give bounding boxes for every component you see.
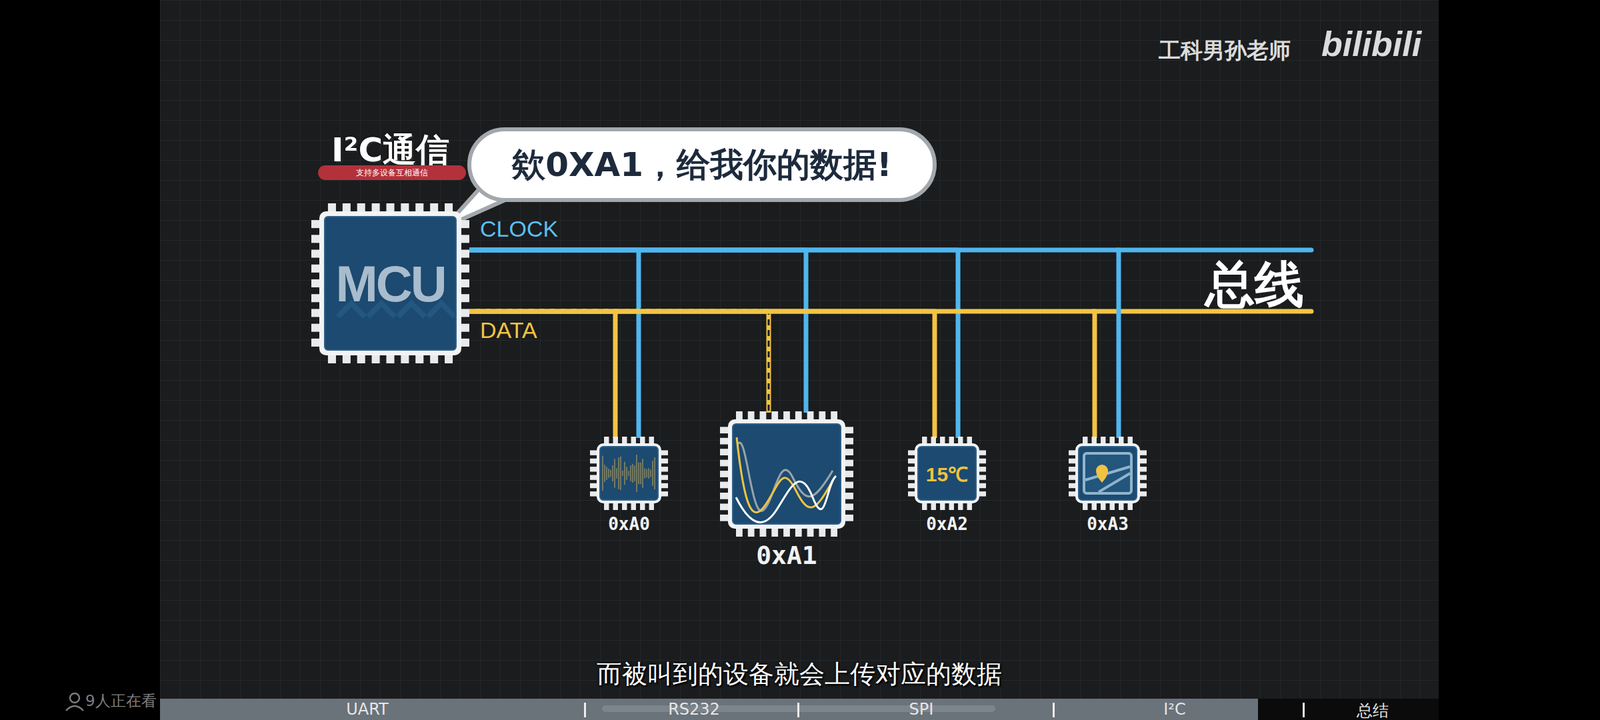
waveform-stroke xyxy=(618,457,620,490)
waveform-stroke xyxy=(638,462,640,485)
waveform-stroke xyxy=(654,457,656,490)
watermark-logo: bilibili xyxy=(1321,24,1422,64)
waveform-stroke xyxy=(634,465,636,481)
active-path-dash xyxy=(469,309,769,411)
waveform-stroke xyxy=(642,458,644,488)
chip-body xyxy=(596,443,662,504)
data-wire xyxy=(469,311,935,438)
waveform-stroke xyxy=(606,466,608,480)
waveform-stroke xyxy=(622,470,624,476)
clock-wire xyxy=(469,250,958,438)
waveform-stroke xyxy=(608,468,610,478)
device-chip-drawing xyxy=(590,436,668,510)
clock-wire xyxy=(469,250,806,413)
graph-curve xyxy=(736,437,833,513)
map-frame xyxy=(1084,453,1132,494)
chip-label: MCU xyxy=(311,203,470,364)
graph-curve xyxy=(738,442,833,512)
device-address: 0xA3 xyxy=(1042,514,1174,534)
data-line xyxy=(469,311,935,438)
chapter-name: 总结 xyxy=(1356,700,1389,720)
waveform-stroke xyxy=(640,462,642,484)
map-icon xyxy=(1084,453,1132,494)
clock-wire xyxy=(469,250,639,438)
waveform-stroke xyxy=(616,468,618,478)
waveform-stroke xyxy=(602,456,604,492)
chip-body xyxy=(1075,443,1140,504)
chip-core xyxy=(732,424,841,524)
device-address: 0xA2 xyxy=(881,514,1013,534)
clock-bus xyxy=(1117,248,1312,253)
clock-line xyxy=(469,250,958,438)
chapter-name: SPI xyxy=(909,700,934,719)
subtitle-band: 支持多设备互相通信 xyxy=(318,165,466,180)
watermark: 工科男孙老师 xyxy=(1158,36,1291,66)
waveform-stroke xyxy=(646,469,648,478)
waveform-stroke xyxy=(626,466,628,480)
viewer-icon xyxy=(66,693,84,711)
waveform-stroke xyxy=(610,470,612,478)
device-address: 0xA1 xyxy=(693,540,880,570)
subtitle-caption: 而被叫到的设备就会上传对应的数据 xyxy=(160,657,1439,692)
bus-label: 总线 xyxy=(1205,252,1304,319)
signal-name: CLOCK xyxy=(480,216,558,242)
speech-bubble: 欸0XA1，给我你的数据! xyxy=(467,127,937,202)
waveform-stroke xyxy=(604,464,606,482)
data-line xyxy=(469,311,1095,438)
waveform-stroke xyxy=(636,454,638,492)
chip-body xyxy=(728,419,846,529)
bubble-text: 欸0XA1，给我你的数据! xyxy=(512,142,892,188)
waveform-stroke xyxy=(624,462,626,485)
device-chip: 0xA0 xyxy=(590,436,668,510)
chapter-separator xyxy=(797,702,800,718)
clock-line xyxy=(469,250,639,438)
viewer-count: 9人正在看 xyxy=(85,690,157,712)
waveform-stroke xyxy=(620,456,622,490)
waveform-stroke xyxy=(648,468,650,479)
graph-curve xyxy=(736,476,836,522)
chapter-separator xyxy=(584,702,586,718)
map-pin xyxy=(1096,464,1108,483)
progress-bar xyxy=(160,698,1258,720)
chapter-separator xyxy=(1302,702,1305,718)
data-line xyxy=(469,309,769,413)
chapter-name: I²C xyxy=(1163,700,1186,719)
subtitle-text: 支持多设备互相通信 xyxy=(356,167,428,179)
clock-wire xyxy=(469,250,1119,438)
device-chip: 0xA3 xyxy=(1068,436,1147,510)
device-chip: 0xA1 xyxy=(720,411,854,537)
chapter-name: UART xyxy=(346,700,389,719)
data-line xyxy=(469,311,616,438)
waveform-stroke xyxy=(614,458,616,488)
waveform-stroke xyxy=(628,470,630,476)
chapter-name: RS232 xyxy=(668,700,720,719)
graph-icon xyxy=(736,437,836,522)
waveform-stroke xyxy=(632,464,634,483)
clock-line xyxy=(469,250,806,413)
chip-core xyxy=(600,446,658,500)
device-chip-drawing xyxy=(720,411,854,537)
data-wire xyxy=(469,311,769,413)
waveform-stroke xyxy=(650,470,652,478)
device-chip-drawing xyxy=(1068,436,1147,510)
data-wire xyxy=(469,311,616,438)
waveform-stroke xyxy=(652,460,654,486)
data-wire xyxy=(469,311,1095,438)
chip-core xyxy=(1078,446,1137,500)
progress-bar-current xyxy=(1258,698,1439,720)
waveform-stroke xyxy=(644,468,646,478)
clock-line xyxy=(469,250,1119,438)
waveform-stroke xyxy=(612,465,614,482)
signal-name: DATA xyxy=(480,317,538,344)
device-address: 0xA0 xyxy=(563,514,695,534)
waveform-stroke xyxy=(630,465,632,482)
device-chip: 15℃0xA2 xyxy=(908,436,986,510)
chapter-separator xyxy=(1052,702,1055,718)
mcu-chip: MCU xyxy=(311,203,470,364)
temperature-reading: 15℃ xyxy=(908,436,986,510)
